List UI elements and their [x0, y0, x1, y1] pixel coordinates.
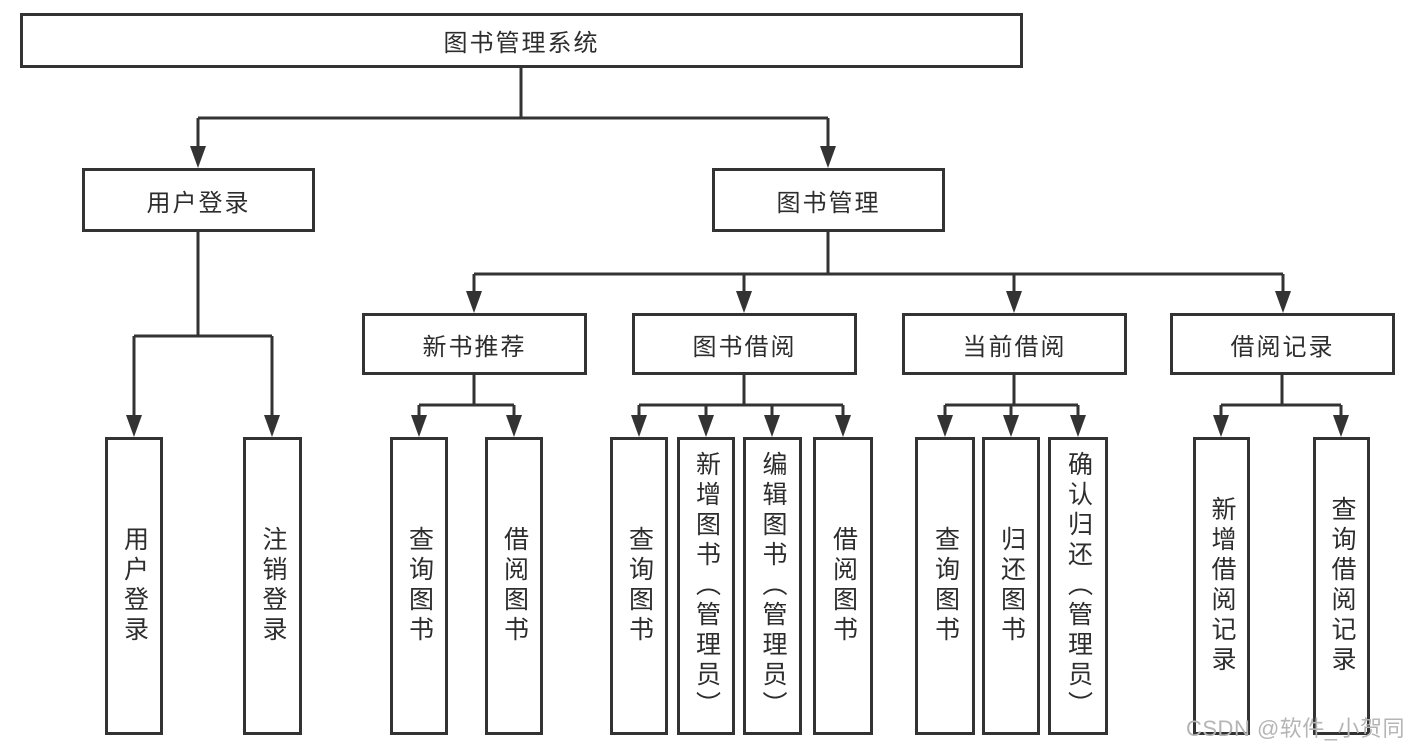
node-label: 借阅图书 [500, 526, 529, 646]
node-root-system: 图书管理系统 [20, 13, 1023, 68]
node-label: 借阅记录 [1230, 333, 1335, 361]
node-label: 图书管理系统 [443, 30, 600, 57]
arrow-down-icon [820, 146, 836, 168]
leaf-query-books: 查询图书 [390, 437, 448, 735]
arrow-down-icon [1213, 415, 1229, 437]
node-label: 新增图书（管理员） [692, 451, 721, 721]
node-book-management: 图书管理 [712, 168, 945, 232]
leaf-borrow-books: 借阅图书 [485, 437, 543, 735]
leaf-query-books: 查询图书 [915, 437, 975, 735]
node-new-book-recommend: 新书推荐 [362, 313, 587, 375]
arrow-down-icon [835, 415, 851, 437]
arrow-down-icon [764, 415, 780, 437]
leaf-query-borrow-record: 查询借阅记录 [1313, 437, 1370, 735]
node-label: 新增借阅记录 [1208, 496, 1236, 676]
node-label: 借阅图书 [829, 526, 858, 646]
node-label: 确认归还（管理员） [1064, 451, 1093, 721]
arrow-down-icon [1003, 415, 1019, 437]
leaf-edit-books-admin: 编辑图书（管理员） [743, 437, 802, 735]
node-label: 新书推荐 [422, 333, 527, 361]
node-book-borrow: 图书借阅 [632, 313, 857, 375]
tree-edges [132, 68, 1343, 421]
node-label: 查询图书 [405, 526, 434, 646]
node-label: 查询图书 [931, 526, 960, 646]
leaf-return-books: 归还图书 [982, 437, 1040, 735]
node-label: 图书管理 [776, 189, 881, 217]
arrow-down-icon [126, 415, 142, 437]
arrow-down-icon [1333, 415, 1349, 437]
arrow-down-icon [190, 146, 206, 168]
node-label: 编辑图书（管理员） [759, 451, 787, 721]
leaf-query-books: 查询图书 [610, 437, 668, 735]
node-user-login: 用户登录 [82, 168, 315, 232]
arrow-down-icon [1006, 291, 1022, 313]
node-current-borrow: 当前借阅 [902, 313, 1127, 375]
watermark: CSDN @软件_小贺同学 [1186, 716, 1405, 741]
leaf-confirm-return-admin: 确认归还（管理员） [1048, 437, 1108, 735]
node-borrow-records: 借阅记录 [1170, 313, 1395, 375]
arrow-down-icon [1275, 291, 1291, 313]
node-label: 用户登录 [146, 189, 251, 217]
node-label: 用户登录 [120, 526, 149, 646]
arrow-down-icon [736, 291, 752, 313]
arrow-down-icon [937, 415, 953, 437]
node-label: 归还图书 [997, 526, 1026, 646]
leaf-borrow-books: 借阅图书 [813, 437, 873, 735]
leaf-add-books-admin: 新增图书（管理员） [677, 437, 735, 735]
node-label: 当前借阅 [962, 333, 1067, 361]
arrowheads [126, 146, 1349, 437]
arrow-down-icon [698, 415, 714, 437]
arrow-down-icon [466, 291, 482, 313]
node-label: 注销登录 [259, 526, 287, 646]
node-label: 查询借阅记录 [1328, 496, 1356, 676]
arrow-down-icon [264, 415, 280, 437]
leaf-add-borrow-record: 新增借阅记录 [1193, 437, 1250, 735]
arrow-down-icon [1070, 415, 1086, 437]
arrow-down-icon [411, 415, 427, 437]
node-label: 查询图书 [625, 526, 654, 646]
node-label: 图书借阅 [692, 333, 797, 361]
leaf-user-login: 用户登录 [105, 437, 163, 735]
leaf-logout: 注销登录 [243, 437, 302, 735]
arrow-down-icon [631, 415, 647, 437]
arrow-down-icon [506, 415, 522, 437]
